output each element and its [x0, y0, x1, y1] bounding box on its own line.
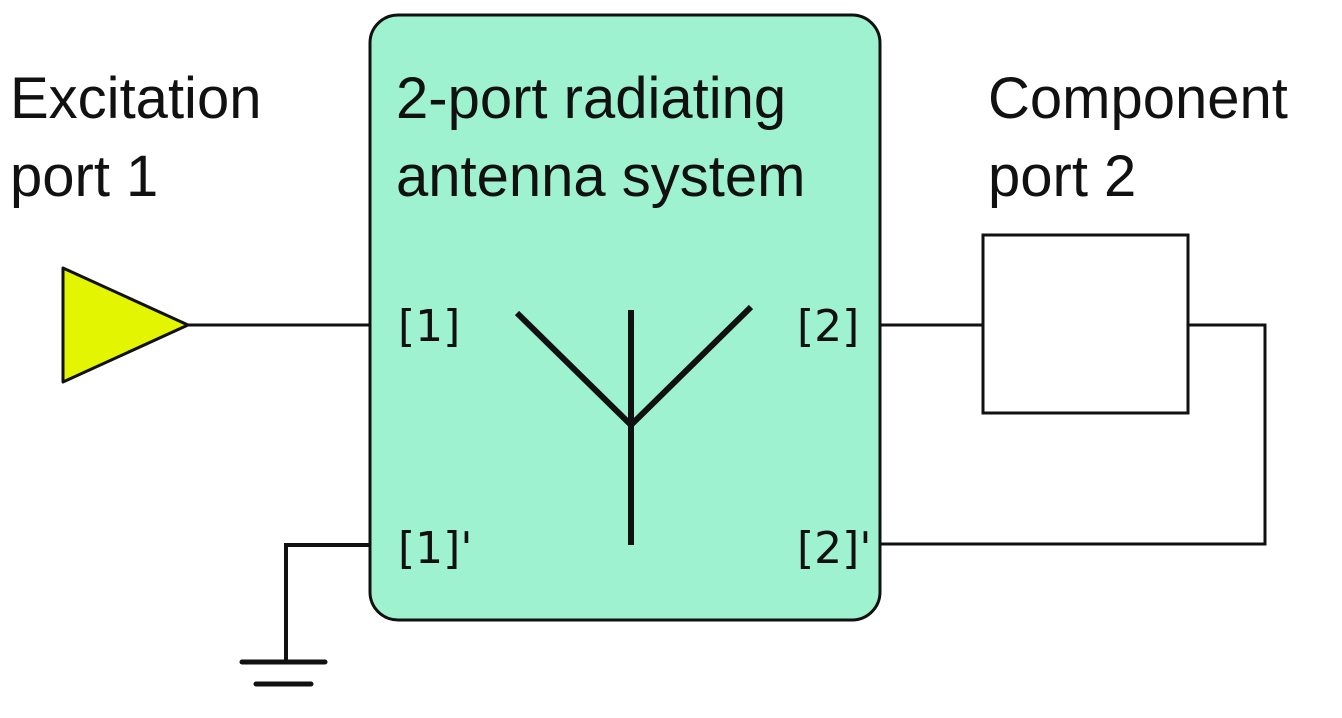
- system-title-line2: antenna system: [396, 144, 806, 209]
- port-1-label: [1]: [398, 301, 461, 352]
- port-2-prime-label: [2]': [797, 523, 872, 574]
- port-2-label: [2]: [797, 301, 860, 352]
- component-box: [981, 233, 1190, 415]
- excitation-label-line1: Excitation: [10, 66, 262, 131]
- excitation-source-icon: [61, 266, 190, 384]
- antenna-icon: [514, 304, 754, 545]
- port-1-prime-label: [1]': [398, 523, 473, 574]
- antenna-system-box: [368, 13, 882, 622]
- component-label-line2: port 2: [988, 144, 1137, 209]
- excitation-label-line2: port 1: [10, 144, 159, 209]
- wire-ground: [284, 543, 370, 662]
- component-label-line1: Component: [988, 66, 1288, 131]
- wire-port2-return: [880, 323, 1267, 546]
- system-title-line1: 2-port radiating: [396, 66, 787, 131]
